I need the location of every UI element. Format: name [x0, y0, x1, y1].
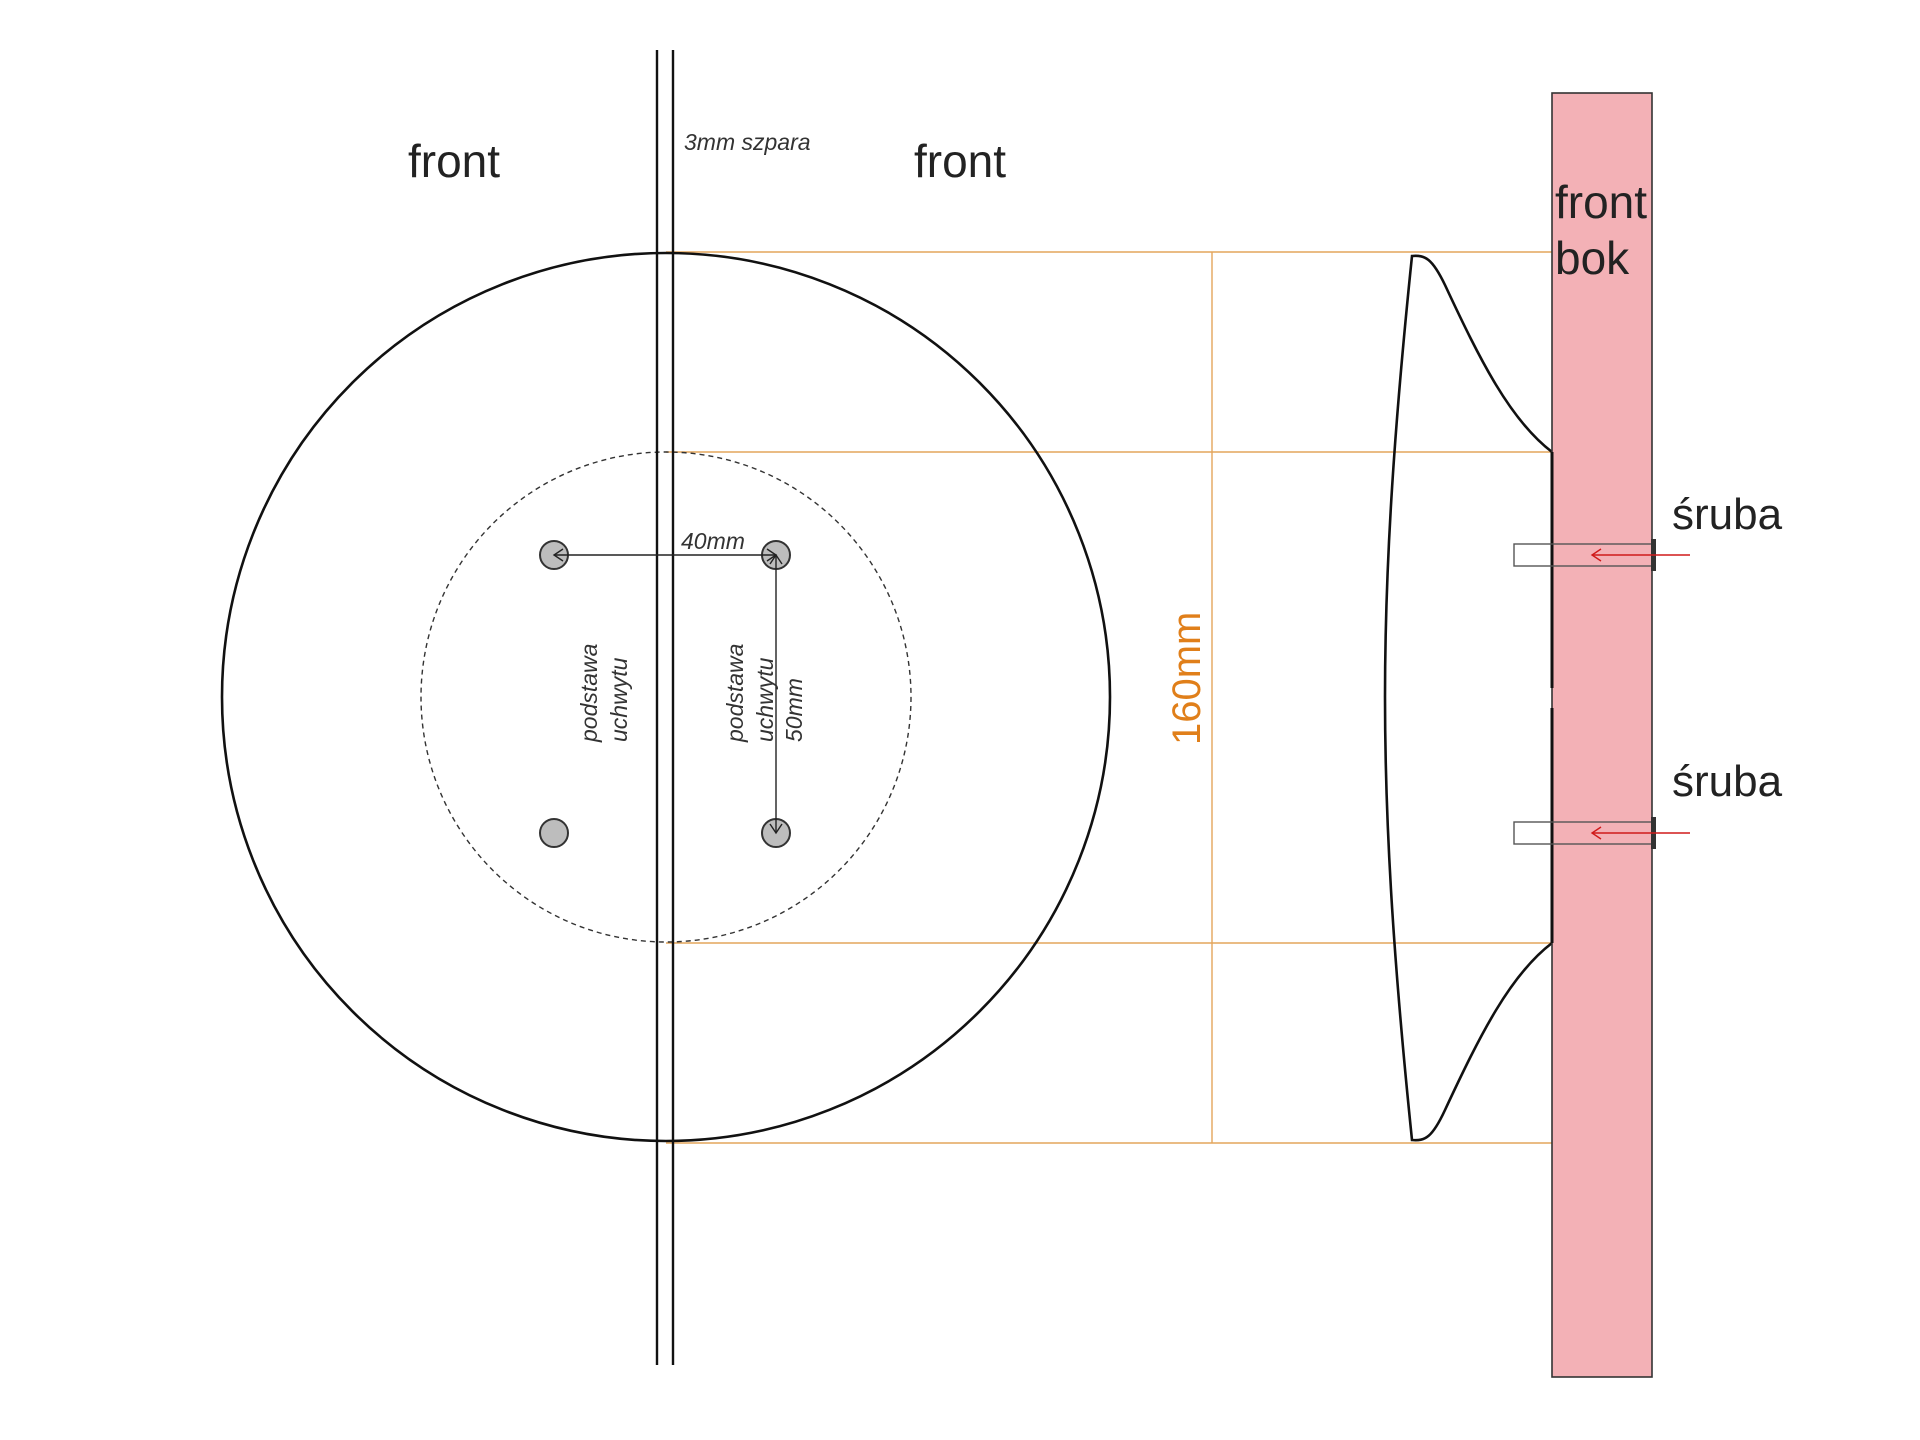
- label-gap: 3mm szpara: [684, 129, 811, 155]
- label-screw-bottom: śruba: [1672, 757, 1783, 806]
- screw-arrowhead-bottom: [1590, 826, 1602, 840]
- arrowhead-left: [552, 548, 564, 562]
- label-dim-50mm: 50mm: [781, 678, 807, 742]
- screw-arrowhead-top: [1590, 548, 1602, 562]
- front-side-panel: [1551, 92, 1653, 1378]
- label-base-right-line2: uchwytu: [752, 657, 778, 742]
- label-front-right: front: [914, 135, 1006, 187]
- handle-outline-circle: [220, 251, 1112, 1143]
- label-base-left-line1: podstawa: [576, 644, 602, 743]
- arrowhead-bottom: [769, 823, 783, 835]
- label-base-right-line1: podstawa: [722, 644, 748, 743]
- screw-bottom: [1513, 817, 1690, 849]
- screw-top: [1513, 539, 1690, 571]
- handle-side-profile: [1383, 254, 1553, 1142]
- label-front-side-line1: front: [1555, 176, 1647, 228]
- label-dim-160mm: 160mm: [1165, 612, 1209, 745]
- dimension-arrow-50mm: [769, 553, 783, 835]
- label-screw-top: śruba: [1672, 490, 1783, 539]
- label-front-side-line2: bok: [1555, 232, 1630, 284]
- handle-base-dashed-circle: [420, 451, 912, 943]
- label-dim-40mm: 40mm: [681, 528, 745, 554]
- mounting-hole-bottom-left: [539, 818, 569, 848]
- label-front-left: front: [408, 135, 500, 187]
- projection-lines: [666, 251, 1552, 1144]
- arrowhead-top: [769, 553, 783, 565]
- label-base-left-line2: uchwytu: [606, 657, 632, 742]
